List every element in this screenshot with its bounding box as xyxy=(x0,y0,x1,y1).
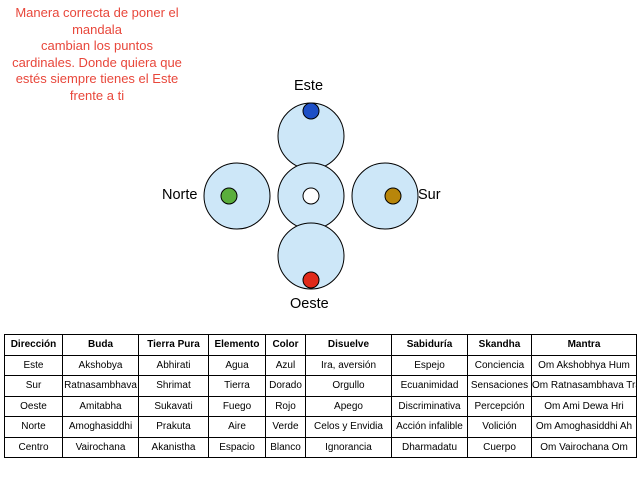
table-cell: Celos y Envidia xyxy=(305,416,392,438)
table-cell: Apego xyxy=(305,395,392,417)
table-row: Este Akshobya Abhirati Agua Azul Ira, av… xyxy=(4,354,637,376)
table-cell: Ecuanimidad xyxy=(391,375,468,397)
table-cell: Ignorancia xyxy=(305,436,392,458)
header-color: Color xyxy=(265,334,306,356)
table-cell: Norte xyxy=(4,416,63,438)
table-cell: Blanco xyxy=(265,436,306,458)
table-cell: Sensaciones xyxy=(467,375,532,397)
table-cell: Om Vairochana Om xyxy=(531,436,637,458)
table-cell: Dorado xyxy=(265,375,306,397)
header-buda: Buda xyxy=(62,334,139,356)
table-cell: Discriminativa xyxy=(391,395,468,417)
table-cell: Verde xyxy=(265,416,306,438)
table-cell: Vairochana xyxy=(62,436,139,458)
table-cell: Aire xyxy=(208,416,266,438)
table-cell: Orgullo xyxy=(305,375,392,397)
table-cell: Azul xyxy=(265,354,306,376)
east-dot xyxy=(302,102,320,120)
table-cell: Akanistha xyxy=(138,436,209,458)
table-cell: Abhirati xyxy=(138,354,209,376)
table-cell: Acción infalible xyxy=(391,416,468,438)
label-east: Este xyxy=(294,78,324,94)
table-header-row: Dirección Buda Tierra Pura Elemento Colo… xyxy=(4,334,637,356)
table-cell: Fuego xyxy=(208,395,266,417)
west-circle xyxy=(277,222,345,290)
table-row: Norte Amoghasiddhi Prakuta Aire Verde Ce… xyxy=(4,416,637,438)
table-row: Sur Ratnasambhava Shrimat Tierra Dorado … xyxy=(4,375,637,397)
table-cell: Om Ratnasambhava Tram xyxy=(531,375,637,397)
table-cell: Espacio xyxy=(208,436,266,458)
label-south: Sur xyxy=(418,187,441,203)
header-sabiduria: Sabiduría xyxy=(391,334,468,356)
table-cell: Centro xyxy=(4,436,63,458)
table-cell: Cuerpo xyxy=(467,436,532,458)
table-cell: Akshobya xyxy=(62,354,139,376)
table-cell: Amoghasiddhi xyxy=(62,416,139,438)
mandala-note: Manera correcta de poner el mandala camb… xyxy=(12,5,182,103)
table-cell: Shrimat xyxy=(138,375,209,397)
table-cell: Espejo xyxy=(391,354,468,376)
header-elemento: Elemento xyxy=(208,334,266,356)
table-cell: Tierra xyxy=(208,375,266,397)
header-disuelve: Disuelve xyxy=(305,334,392,356)
table-cell: Volición xyxy=(467,416,532,438)
table-cell: Om Amoghasiddhi Ah xyxy=(531,416,637,438)
table-cell: Ira, aversión xyxy=(305,354,392,376)
south-dot xyxy=(384,187,402,205)
west-dot xyxy=(302,271,320,289)
table-cell: Sukavati xyxy=(138,395,209,417)
table-cell: Agua xyxy=(208,354,266,376)
mandala-diagram xyxy=(203,102,419,290)
table-cell: Dharmadatu xyxy=(391,436,468,458)
table-cell: Conciencia xyxy=(467,354,532,376)
table-cell: Prakuta xyxy=(138,416,209,438)
header-mantra: Mantra xyxy=(531,334,637,356)
label-north: Norte xyxy=(162,187,198,203)
table-cell: Percepción xyxy=(467,395,532,417)
table-row: Oeste Amitabha Sukavati Fuego Rojo Apego… xyxy=(4,395,637,417)
center-dot xyxy=(302,187,320,205)
header-direccion: Dirección xyxy=(4,334,63,356)
table-cell: Amitabha xyxy=(62,395,139,417)
table-cell: Ratnasambhava xyxy=(62,375,139,397)
table-cell: Om Ami Dewa Hri xyxy=(531,395,637,417)
header-tierra-pura: Tierra Pura xyxy=(138,334,209,356)
north-dot xyxy=(220,187,238,205)
table-cell: Rojo xyxy=(265,395,306,417)
table-cell: Este xyxy=(4,354,63,376)
table-cell: Om Akshobhya Hum xyxy=(531,354,637,376)
header-skandha: Skandha xyxy=(467,334,532,356)
table-row: Centro Vairochana Akanistha Espacio Blan… xyxy=(4,436,637,458)
mandala-table: Dirección Buda Tierra Pura Elemento Colo… xyxy=(4,334,637,458)
table-cell: Sur xyxy=(4,375,63,397)
label-west: Oeste xyxy=(290,296,329,312)
table-cell: Oeste xyxy=(4,395,63,417)
